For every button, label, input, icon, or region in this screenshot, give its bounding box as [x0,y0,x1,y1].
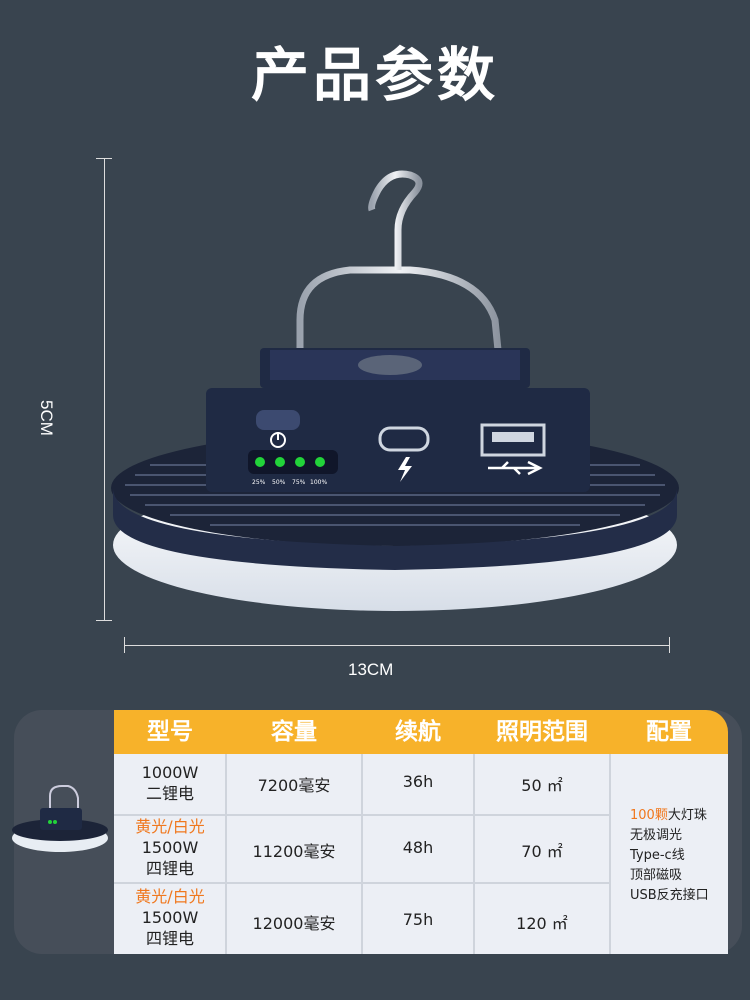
config-item-magnet: 顶部磁吸 [630,868,683,883]
row3-capacity: 12000毫安 [252,914,336,933]
row1-model-battery: 二锂电 [145,784,194,803]
lamp-rim [113,488,677,570]
lamp-thumbnail [12,785,108,852]
lamp-handle [296,266,504,371]
width-dimension-label: 13CM [348,660,394,679]
header-model: 型号 [147,719,193,745]
table-body [114,754,728,954]
indicator-label-100: 100% [310,479,327,486]
config-item-usb: USB反充接口 [630,888,709,903]
row1-model-wattage: 1000W [141,763,199,782]
row2-model-light: 黄光/白光 [135,817,205,836]
row2-capacity: 11200毫安 [252,842,336,861]
usb-port-icon [480,423,546,457]
width-dimension-cap-left [124,637,125,653]
indicator-label-75: 75% [292,479,306,486]
config-beads-count: 100颗 [630,808,668,823]
row2-model-wattage: 1500W [141,838,199,857]
row1-capacity: 7200毫安 [257,776,331,795]
row1-range: 50 ㎡ [521,776,563,795]
type-c-port-icon [378,426,430,452]
table-row: 黄光/白光 1500W 四锂电 11200毫安 48h 70 ㎡ [114,814,610,882]
header-config: 配置 [646,719,692,745]
row1-runtime: 36h [402,772,434,791]
row3-model-light: 黄光/白光 [135,887,205,906]
row3-model-wattage: 1500W [141,908,199,927]
table-header: 型号 容量 续航 照明范围 配置 [114,710,728,754]
usb-symbol-icon [488,460,543,476]
page-title: 产品参数 [250,41,499,109]
indicator-label-50: 50% [272,479,286,486]
height-dimension-label: 5CM [37,400,56,436]
header-runtime: 续航 [395,719,441,745]
width-dimension-cap-right [669,637,670,653]
height-dimension-cap-top [96,158,112,159]
config-item-cable: Type-c线 [630,848,685,863]
width-dimension-line [124,645,669,646]
row3-model-battery: 四锂电 [145,929,194,948]
table-row: 黄光/白光 1500W 四锂电 12000毫安 75h 120 ㎡ [114,882,610,954]
header-capacity: 容量 [271,719,317,745]
header-range: 照明范围 [496,719,588,745]
battery-indicator [248,450,338,474]
height-dimension-cap-bottom [96,620,112,621]
height-dimension-line [104,158,105,620]
row3-runtime: 75h [402,910,434,929]
lamp-hook [368,170,423,270]
spec-table: 型号 容量 续航 照明范围 配置 1000W 二锂电 7200毫安 36h 50… [114,710,728,954]
indicator-label-25: 25% [252,479,266,486]
row3-range: 120 ㎡ [516,914,568,933]
power-button [256,410,300,430]
lightning-icon [398,457,412,482]
lamp-illustration: 25% 50% 75% 100% [111,170,679,611]
row2-model-battery: 四锂电 [145,859,194,878]
row2-range: 70 ㎡ [521,842,563,861]
magnet-icon [358,355,422,375]
config-item-dimming: 无极调光 [630,828,683,843]
config-item-beads: 100颗大灯珠 [630,806,730,826]
table-row: 1000W 二锂电 7200毫安 36h 50 ㎡ [114,754,610,814]
config-beads-label: 大灯珠 [667,808,707,823]
config-list: 100颗大灯珠 无极调光 Type-c线 顶部磁吸 USB反充接口 [610,754,728,954]
row2-runtime: 48h [402,838,434,857]
